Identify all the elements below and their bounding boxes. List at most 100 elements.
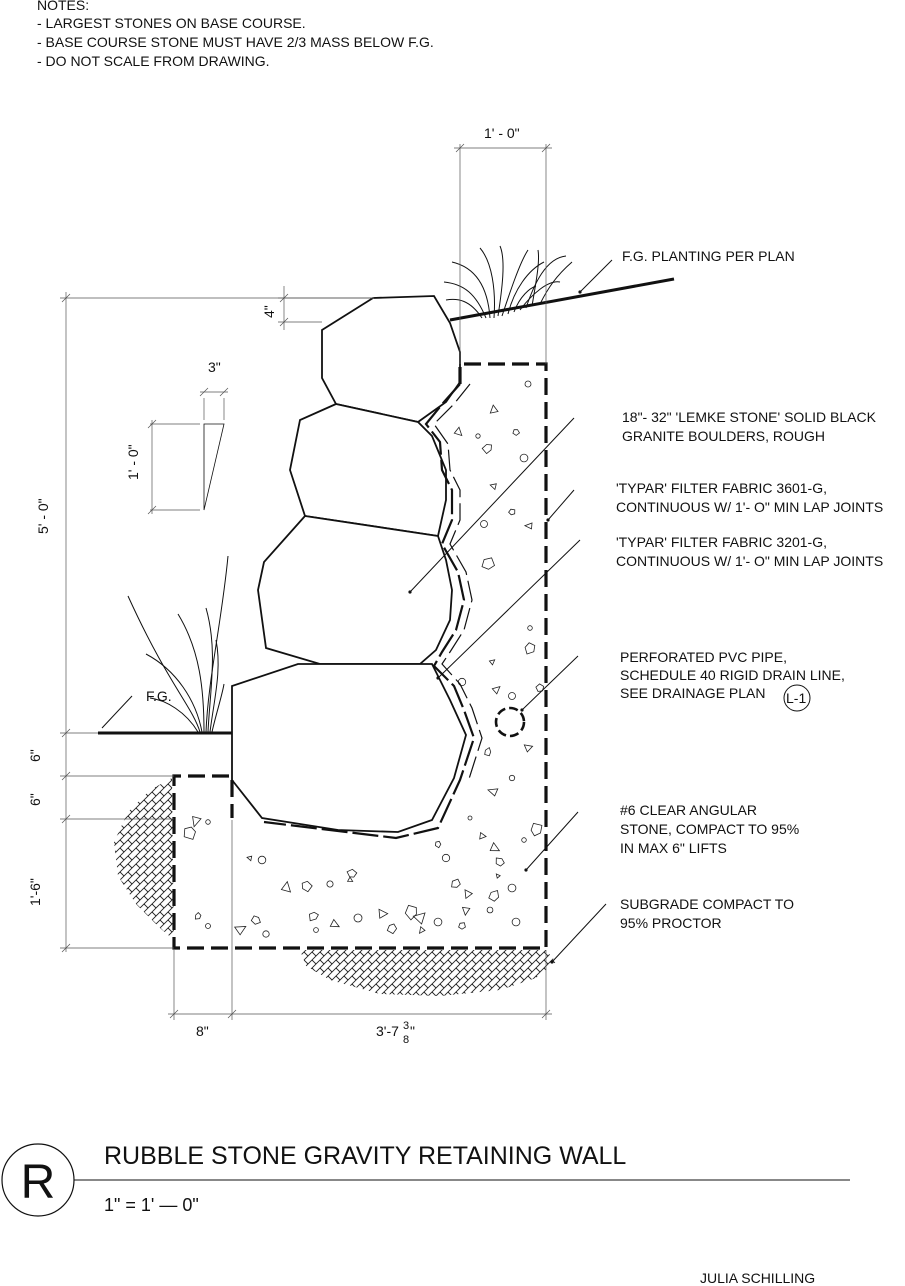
callout-stone-line-1: 18"- 32" 'LEMKE STONE' SOLID BLACK xyxy=(622,409,877,425)
aggregate-stone xyxy=(453,426,463,437)
detail-id: R xyxy=(21,1156,56,1209)
batter-run-label: 3" xyxy=(208,359,221,375)
aggregate-stone xyxy=(481,557,495,570)
cap-height-label: 4" xyxy=(261,305,277,318)
aggregate-stone xyxy=(486,906,494,914)
title-block: R RUBBLE STONE GRAVITY RETAINING WALL 1"… xyxy=(1,1142,850,1286)
aggregate-stone xyxy=(484,746,492,757)
aggregate-stone xyxy=(524,380,532,388)
callout-subgrade-line-1: SUBGRADE COMPACT TO xyxy=(620,896,794,912)
callout-fabric-a-line-1: 'TYPAR' FILTER FABRIC 3601-G, xyxy=(616,480,827,496)
callout-pipe-line-2: SCHEDULE 40 RIGID DRAIN LINE, xyxy=(620,667,845,683)
subgrade-hatch xyxy=(114,778,556,996)
aggregate-stone xyxy=(523,522,533,530)
callout-finish-grade: F.G. xyxy=(146,688,172,704)
callout-aggregate-line-2: STONE, COMPACT TO 95% xyxy=(620,821,799,837)
aggregate-stone xyxy=(386,923,398,935)
callout-pipe-line-1: PERFORATED PVC PIPE, xyxy=(620,649,787,665)
boulder-middle xyxy=(257,515,453,665)
callout-fabric-a-line-2: CONTINUOUS W/ 1'- O" MIN LAP JOINTS xyxy=(616,499,883,515)
callout-fabric-b-line-2: CONTINUOUS W/ 1'- O" MIN LAP JOINTS xyxy=(616,553,883,569)
callout-subgrade-line-2: 95% PROCTOR xyxy=(620,915,722,931)
aggregate-stone xyxy=(346,868,358,878)
aggregate-stone xyxy=(512,429,521,436)
batter-diagram: 3" 1' - 0" xyxy=(125,359,229,515)
aggregate-stone xyxy=(205,819,211,825)
drawing-scale: 1" = 1' — 0" xyxy=(104,1195,199,1215)
batter-rise-label: 1' - 0" xyxy=(125,444,141,480)
aggregate-stone xyxy=(194,912,202,920)
aggregate-stone xyxy=(326,880,334,888)
aggregate-stone xyxy=(205,923,211,929)
aggregate-stone xyxy=(508,692,516,700)
aggregate-stone xyxy=(495,857,505,867)
aggregate-stone xyxy=(524,642,536,655)
aggregate-stone xyxy=(487,788,499,797)
drainage-plan-ref: L-1 xyxy=(786,690,806,706)
callout-fabric-b-line-1: 'TYPAR' FILTER FABRIC 3201-G, xyxy=(616,534,827,550)
aggregate-stone xyxy=(467,815,473,821)
aggregate-stone xyxy=(491,685,501,695)
base-width-denominator: 8 xyxy=(403,1034,409,1046)
aggregate-stone xyxy=(378,908,389,919)
aggregate-stone xyxy=(527,625,533,631)
note-line-1: - LARGEST STONES ON BASE COURSE. xyxy=(37,15,306,31)
aggregate-backfill xyxy=(183,380,545,938)
aggregate-stone xyxy=(508,508,516,516)
aggregate-stone xyxy=(519,453,529,463)
aggregate-stone xyxy=(489,841,501,852)
aggregate-stone xyxy=(250,915,261,925)
aggregate-stone xyxy=(313,927,319,933)
aggregate-stone xyxy=(489,404,499,414)
aggregate-stone xyxy=(262,930,270,938)
perforated-pvc-pipe xyxy=(494,706,526,738)
aggregate-stone xyxy=(412,912,426,925)
aggregate-stone xyxy=(308,911,319,922)
callout-labels: F.G. PLANTING PER PLAN 18"- 32" 'LEMKE S… xyxy=(146,248,883,931)
aggregate-stone xyxy=(257,855,267,865)
aggregate-stone xyxy=(464,889,474,900)
aggregate-stone xyxy=(481,444,492,455)
callout-pipe-line-3: SEE DRAINAGE PLAN xyxy=(620,685,766,701)
aggregate-stone xyxy=(418,925,426,935)
base-width-inch: " xyxy=(410,1023,415,1039)
aggregate-stone xyxy=(329,918,341,928)
filter-fabric xyxy=(263,383,483,840)
aggregate-stone xyxy=(488,659,496,666)
embed-1-label: 6" xyxy=(27,749,43,762)
base-width-main: 3'-7 xyxy=(376,1023,399,1039)
aggregate-stone xyxy=(523,744,534,753)
boulder-upper xyxy=(289,403,447,538)
callout-aggregate-line-1: #6 CLEAR ANGULAR xyxy=(620,802,757,818)
finish-grades xyxy=(98,277,675,735)
aggregate-stone xyxy=(479,831,487,840)
aggregate-stone xyxy=(441,853,451,863)
note-line-3: - DO NOT SCALE FROM DRAWING. xyxy=(37,53,270,69)
aggregate-stone xyxy=(511,917,521,927)
base-width-numerator: 3 xyxy=(403,1020,409,1032)
total-height-label: 5' - 0" xyxy=(35,498,51,534)
aggregate-stone xyxy=(461,906,471,917)
aggregate-stone xyxy=(246,855,253,862)
aggregate-stone xyxy=(458,922,466,930)
callout-stone-line-2: GRANITE BOULDERS, ROUGH xyxy=(622,428,825,444)
aggregate-stone xyxy=(489,483,497,491)
aggregate-stone xyxy=(433,917,443,927)
drawing-title: RUBBLE STONE GRAVITY RETAINING WALL xyxy=(104,1142,626,1170)
aggregate-stone xyxy=(183,826,196,840)
note-line-2: - BASE COURSE STONE MUST HAVE 2/3 MASS B… xyxy=(37,34,434,50)
aggregate-stone xyxy=(280,880,292,893)
top-width-label: 1' - 0" xyxy=(484,125,520,141)
embed-2-label: 6" xyxy=(27,793,43,806)
base-width-label: 3'-7 3 8 " xyxy=(376,1020,415,1046)
aggregate-stone xyxy=(475,433,481,439)
aggregate-stone xyxy=(457,677,467,687)
aggregate-stone xyxy=(521,837,527,843)
drain-rock-limits xyxy=(172,362,548,950)
aggregate-stone xyxy=(434,840,442,849)
aggregate-stone xyxy=(507,883,517,893)
callout-planting: F.G. PLANTING PER PLAN xyxy=(622,248,795,264)
toe-width-label: 8" xyxy=(196,1023,209,1039)
granite-boulders xyxy=(231,295,467,833)
planting-grass xyxy=(127,245,573,733)
